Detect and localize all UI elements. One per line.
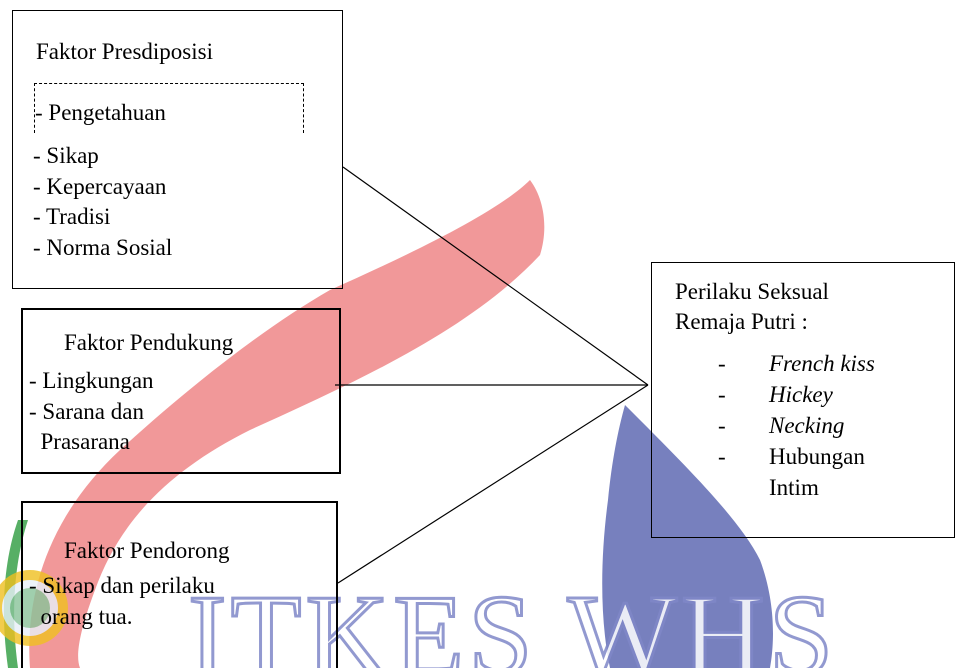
list-item-text: French kiss	[769, 351, 875, 376]
watermark-red-swoosh	[29, 180, 545, 668]
list-dash: -	[718, 351, 726, 376]
perilaku-seksual-title: Perilaku Seksual Remaja Putri :	[675, 277, 829, 337]
pendukung-list: - Lingkungan - Sarana dan Prasarana	[29, 366, 154, 458]
pengetahuan-highlight: - Pengetahuan	[34, 83, 304, 133]
list-item-text: Hubungan	[769, 444, 865, 469]
perilaku-seksual-box: Perilaku Seksual Remaja Putri : - French…	[651, 262, 955, 538]
predisposisi-list: - Sikap - Kepercayaan - Tradisi - Norma …	[33, 141, 172, 263]
list-item: - Kepercayaan	[33, 173, 167, 199]
list-dash: -	[718, 444, 726, 469]
list-dash: -	[718, 413, 726, 438]
perilaku-title-line2: Remaja Putri :	[675, 309, 808, 334]
faktor-pendorong-title: Faktor Pendorong	[64, 538, 230, 563]
pendorong-list: - Sikap dan perilaku orang tua.	[29, 571, 215, 633]
list-item: - Lingkungan	[29, 368, 154, 393]
watermark-seal	[0, 570, 68, 646]
perilaku-title-line1: Perilaku Seksual	[675, 279, 829, 304]
faktor-pendukung-title: Faktor Pendukung	[64, 330, 234, 355]
connector-predisposisi	[342, 166, 649, 386]
list-item: - Sikap	[33, 143, 99, 168]
list-item-text: Hickey	[769, 382, 833, 407]
list-item: orang tua.	[29, 604, 133, 629]
faktor-predisposisi-title: Faktor Presdiposisi	[36, 39, 213, 64]
list-item: - Pengetahuan	[35, 100, 166, 125]
list-item: Prasarana	[29, 429, 130, 454]
list-item: - Norma Sosial	[33, 234, 173, 260]
faktor-pendorong-box: Faktor Pendorong - Sikap dan perilaku or…	[21, 501, 338, 668]
list-item-text: Intim	[769, 475, 819, 500]
list-dash: -	[718, 382, 726, 407]
list-item: - Tradisi	[33, 204, 111, 229]
list-item: - Sarana dan	[29, 398, 144, 424]
list-item: - Sikap dan perilaku	[29, 573, 215, 598]
connector-pendorong	[337, 384, 649, 584]
faktor-predisposisi-box: Faktor Presdiposisi - Pengetahuan - Sika…	[12, 10, 343, 289]
list-item-text: Necking	[769, 413, 845, 438]
watermark-text: ITKES WHS	[186, 572, 838, 668]
watermark-blue-swoosh	[602, 405, 773, 668]
faktor-pendukung-box: Faktor Pendukung - Lingkungan - Sarana d…	[21, 308, 341, 474]
